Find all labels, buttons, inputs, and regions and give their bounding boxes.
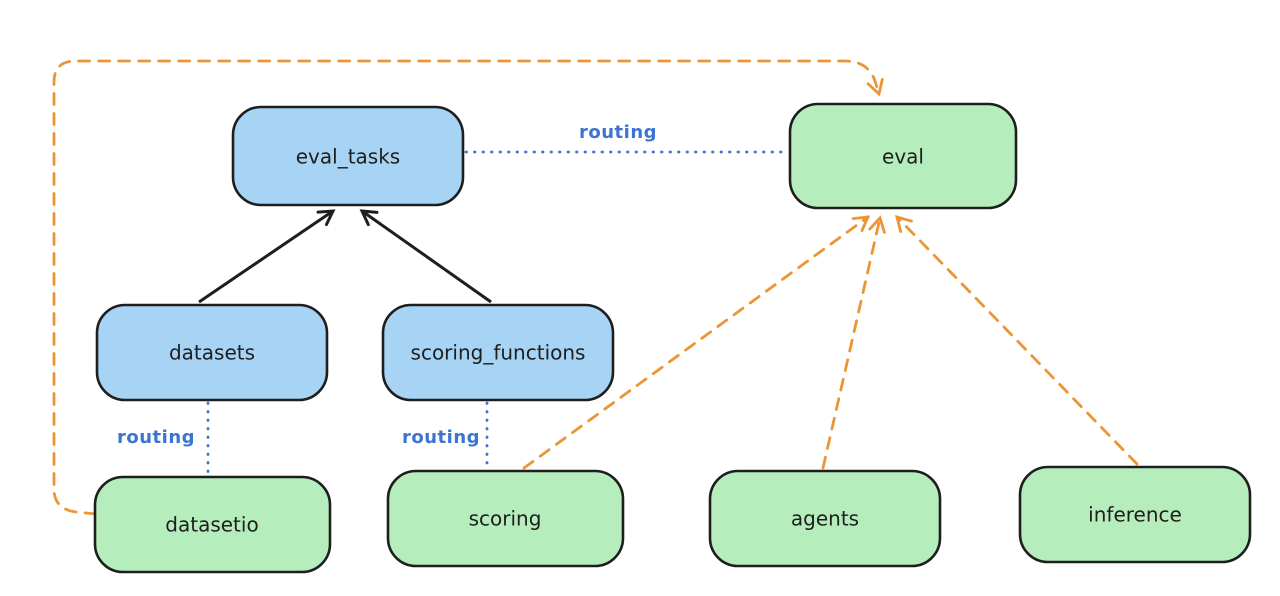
node-datasetio: datasetio	[93, 475, 332, 574]
edge-inference-to-eval	[895, 214, 1139, 466]
edge-scoring-functions-to-eval-tasks	[359, 209, 492, 304]
node-agents-label: agents	[791, 507, 859, 531]
node-inference-label: inference	[1088, 503, 1182, 527]
node-datasetio-label: datasetio	[165, 513, 258, 537]
edge-datasets-to-eval-tasks	[198, 209, 336, 304]
node-datasets: datasets	[95, 303, 329, 402]
node-scoring-label: scoring	[469, 507, 542, 531]
edge-label-routing-scoring: routing	[402, 427, 480, 448]
edge-agents-to-eval	[821, 215, 886, 470]
node-eval-tasks-label: eval_tasks	[296, 145, 400, 169]
node-inference: inference	[1018, 465, 1252, 564]
node-scoring: scoring	[386, 469, 625, 568]
node-eval: eval	[788, 102, 1018, 210]
node-eval-tasks: eval_tasks	[231, 105, 465, 207]
node-eval-label: eval	[882, 145, 924, 169]
edge-datasetio-to-eval	[52, 59, 884, 516]
node-scoring-functions: scoring_functions	[381, 303, 615, 402]
edge-label-routing-datasets: routing	[117, 427, 195, 448]
node-datasets-label: datasets	[169, 341, 255, 365]
edge-scoring-to-eval	[522, 215, 871, 470]
node-scoring-functions-label: scoring_functions	[411, 341, 586, 365]
node-agents: agents	[708, 469, 942, 568]
edge-label-routing-top: routing	[579, 122, 657, 143]
